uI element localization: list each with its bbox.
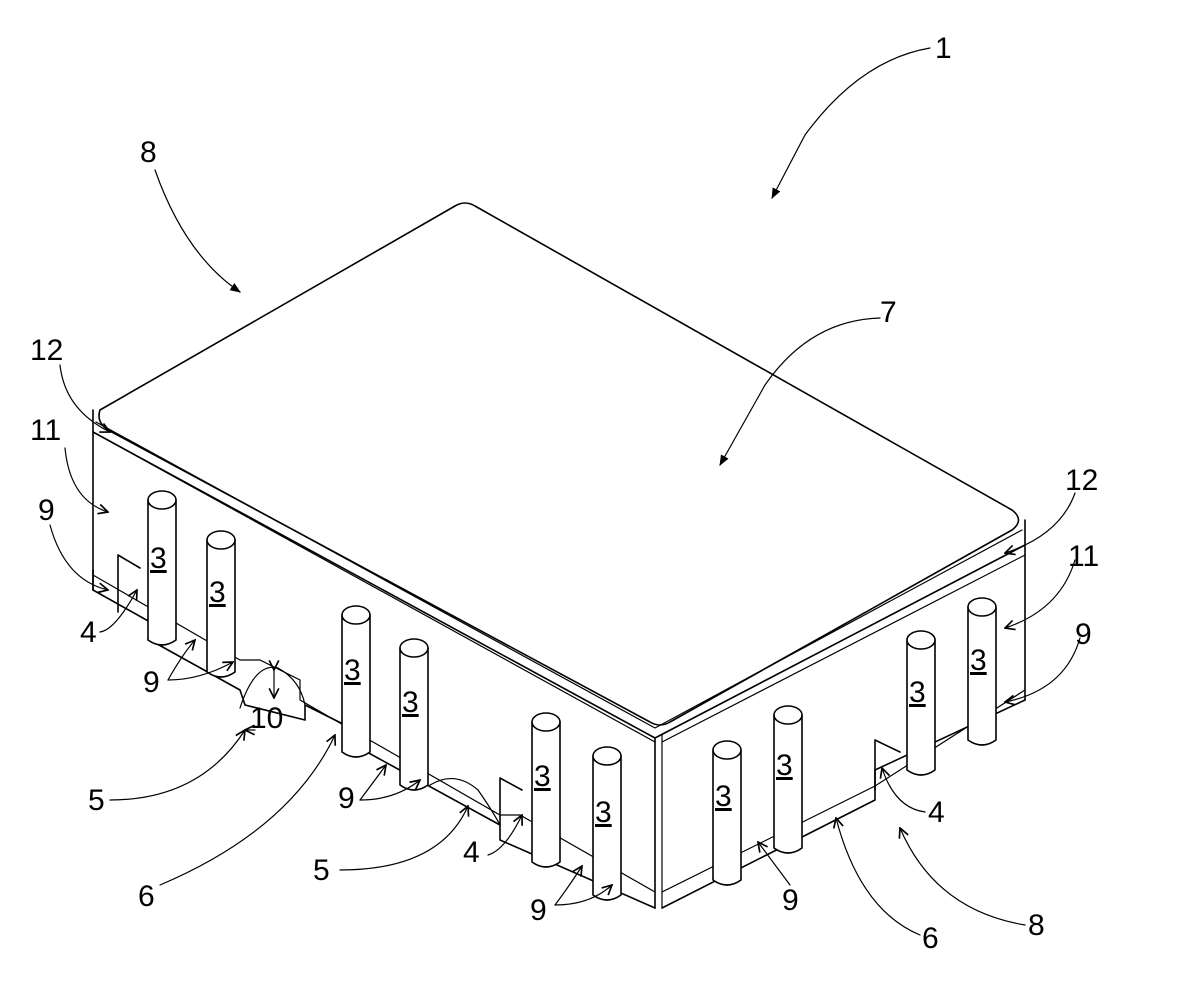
label-pin-9: 3 bbox=[909, 676, 926, 709]
label-recess-mid: 5 bbox=[313, 854, 330, 887]
label-rim-left: 12 bbox=[30, 334, 63, 367]
leader-wall-left bbox=[65, 448, 108, 512]
left-bottom-line-2 bbox=[93, 575, 655, 892]
leader-side-bottom bbox=[900, 828, 1025, 925]
notch-middle bbox=[500, 778, 522, 825]
leader-bottom-right bbox=[836, 818, 920, 935]
leader-groove-left bbox=[50, 525, 108, 590]
label-groove-far-right: 9 bbox=[1075, 618, 1092, 651]
pins bbox=[148, 491, 996, 900]
label-bottom-right: 6 bbox=[922, 922, 939, 955]
label-side-top: 8 bbox=[140, 136, 157, 169]
label-notch-left: 4 bbox=[80, 616, 97, 649]
label-pin-1: 3 bbox=[150, 542, 167, 575]
label-recess-left: 5 bbox=[88, 784, 105, 817]
label-wall-right: 11 bbox=[1068, 540, 1099, 573]
label-pin-6: 3 bbox=[595, 796, 612, 829]
label-rim-right: 12 bbox=[1065, 464, 1098, 497]
label-groove-left: 9 bbox=[38, 494, 55, 527]
leader-top-face bbox=[720, 318, 880, 465]
label-device: 1 bbox=[935, 32, 952, 65]
leader-groove-b1 bbox=[360, 765, 386, 800]
recess-wave-2 bbox=[430, 779, 500, 825]
label-pin-3: 3 bbox=[344, 654, 361, 687]
left-wall-top-line bbox=[93, 432, 655, 742]
label-groove-b: 9 bbox=[338, 782, 355, 815]
leader-recess-mid bbox=[340, 806, 468, 870]
label-groove-right: 9 bbox=[782, 884, 799, 917]
pin-7 bbox=[713, 741, 741, 885]
leader-groove-a1 bbox=[168, 640, 195, 680]
leader-rim-right bbox=[1005, 493, 1075, 553]
label-pin-4: 3 bbox=[402, 686, 419, 719]
label-pin-5: 3 bbox=[534, 760, 551, 793]
label-pin-2: 3 bbox=[209, 576, 226, 609]
leader-side-top bbox=[155, 170, 240, 292]
top-face bbox=[99, 203, 1019, 725]
label-pin-7: 3 bbox=[715, 780, 732, 813]
leader-groove-far-right bbox=[1005, 638, 1080, 702]
reference-numerals: 1 8 7 12 11 9 4 9 10 5 6 9 5 4 9 9 4 6 8… bbox=[30, 32, 1099, 955]
leader-bottom-left bbox=[160, 735, 335, 885]
label-side-bottom: 8 bbox=[1028, 909, 1045, 942]
leader-rim-left bbox=[60, 365, 110, 432]
leader-device bbox=[772, 48, 930, 198]
leader-groove-c1 bbox=[555, 866, 582, 905]
label-pin-10: 3 bbox=[970, 644, 987, 677]
label-groove-a: 9 bbox=[143, 666, 160, 699]
label-notch-mid: 4 bbox=[463, 836, 480, 869]
leader-wall-right bbox=[1005, 560, 1075, 628]
label-notch-right: 4 bbox=[928, 796, 945, 829]
leader-recess-left bbox=[110, 730, 245, 800]
label-groove-c: 9 bbox=[530, 894, 547, 927]
left-bottom-edge bbox=[93, 570, 655, 908]
label-wall-left: 11 bbox=[30, 414, 61, 447]
label-bottom-left: 6 bbox=[138, 880, 155, 913]
label-pin-8: 3 bbox=[776, 749, 793, 782]
label-gap: 10 bbox=[250, 702, 283, 735]
label-top-face: 7 bbox=[880, 296, 897, 329]
leader-lines bbox=[50, 48, 1080, 935]
